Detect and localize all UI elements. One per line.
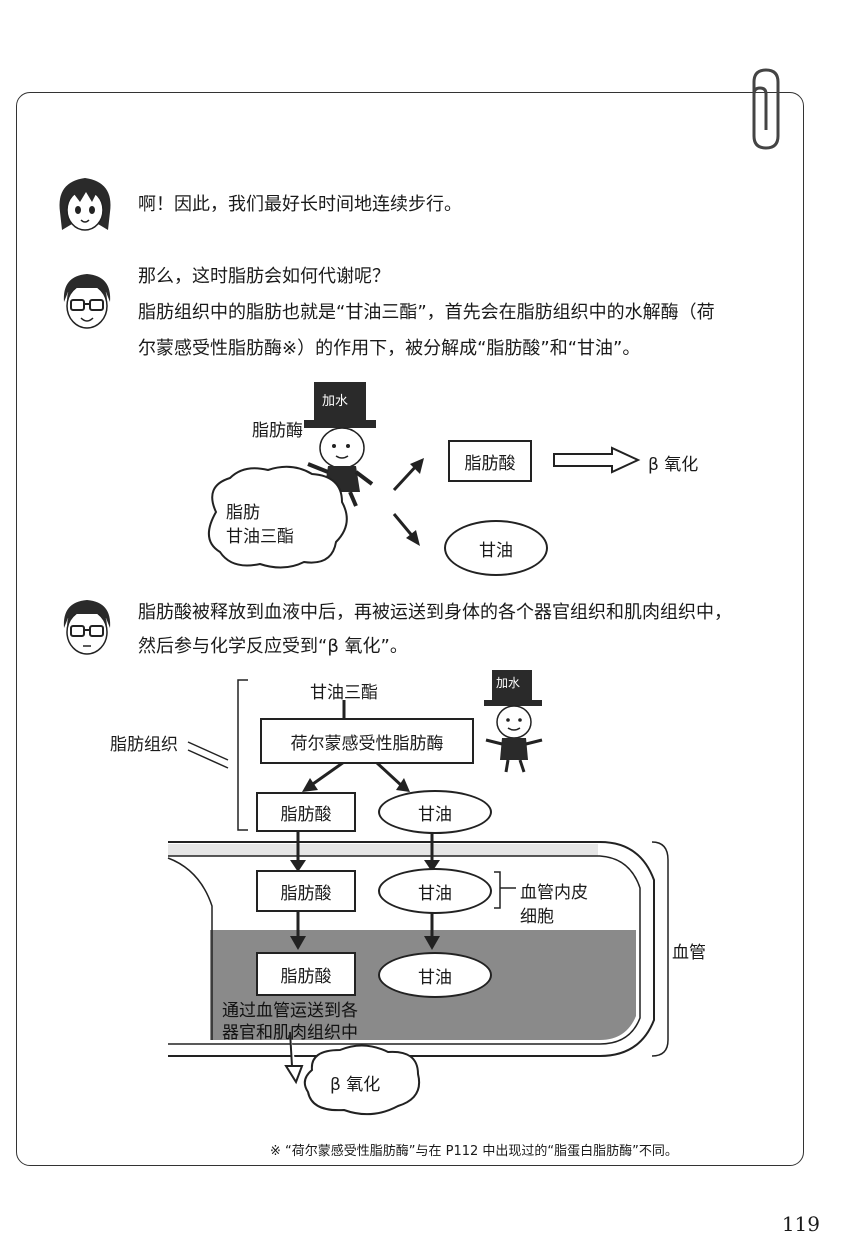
fat-cloud-shape: [208, 465, 348, 569]
cell-label: 细胞: [520, 907, 554, 927]
enzyme-box: 荷尔蒙感受性脂肪酶: [260, 718, 474, 764]
dialogue-doctor-line-3: 尔蒙感受性脂肪酶※）的作用下，被分解成“脂肪酸”和“甘油”。: [138, 338, 641, 359]
endothelial-label: 血管内皮: [520, 883, 588, 903]
doctor-avatar-icon: [63, 600, 111, 655]
footnote: ※ “荷尔蒙感受性脂肪酶”与在 P112 中出现过的“脂蛋白脂肪酶”不同。: [270, 1144, 678, 1159]
glycerol-oval-adipose: 甘油: [378, 790, 492, 834]
enzyme-hat-text: 加水: [322, 394, 349, 409]
dialogue-girl-text: 啊！因此，我们最好长时间地连续步行。: [138, 194, 462, 215]
dialogue-doctor-line-1: 那么，这时脂肪会如何代谢呢？: [138, 266, 390, 287]
enzyme-label: 脂肪酶: [252, 421, 303, 441]
dialogue-doctor-line-2: 脂肪组织中的脂肪也就是“甘油三酯”，首先会在脂肪组织中的水解酶（荷: [138, 302, 715, 323]
girl-avatar-icon: [59, 178, 111, 231]
paperclip-icon: [752, 68, 780, 150]
fatty-acid-box-blood: 脂肪酸: [256, 952, 356, 996]
glycerol-oval-blood: 甘油: [378, 952, 492, 998]
dialogue-doctor2-line-2: 然后参与化学反应受到“β 氧化”。: [138, 636, 408, 657]
triglyceride-label: 甘油三酯: [226, 527, 294, 547]
doctor-avatar-icon: [63, 274, 111, 329]
glycerol-oval: 甘油: [444, 520, 548, 576]
page-number: 119: [781, 1212, 820, 1236]
adipose-tissue-label: 脂肪组织: [110, 735, 178, 755]
beta-oxidation-label: β 氧化: [648, 455, 699, 475]
enzyme-hat-text-2: 加水: [496, 676, 521, 690]
transport-label-2: 器官和肌肉组织中: [222, 1023, 358, 1043]
fat-label: 脂肪: [226, 503, 260, 523]
beta-oxidation-label-2: β 氧化: [330, 1075, 381, 1095]
enzyme-character-icon: [484, 670, 543, 773]
transport-label-1: 通过血管运送到各: [222, 1001, 358, 1021]
glycerol-oval-endothelium: 甘油: [378, 868, 492, 914]
fatty-acid-box-adipose: 脂肪酸: [256, 792, 356, 832]
fatty-acid-box: 脂肪酸: [448, 440, 532, 482]
fatty-acid-box-endothelium: 脂肪酸: [256, 870, 356, 912]
right-arrow-icon: [553, 446, 641, 474]
split-arrows-icon: [392, 458, 424, 546]
dialogue-doctor2-line-1: 脂肪酸被释放到血液中后，再被运送到身体的各个器官组织和肌肉组织中，: [138, 602, 732, 623]
blood-vessel-label: 血管: [672, 943, 706, 963]
triglyceride-label-2: 甘油三酯: [310, 683, 378, 703]
